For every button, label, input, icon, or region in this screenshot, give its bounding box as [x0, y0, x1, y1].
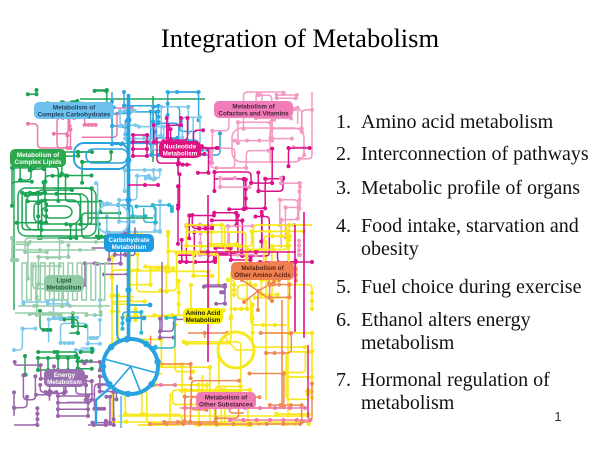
svg-text:Metabolism: Metabolism — [186, 317, 221, 324]
svg-text:Energy: Energy — [54, 372, 76, 379]
svg-text:Metabolism of: Metabolism of — [53, 104, 96, 111]
svg-text:Metabolism of: Metabolism of — [205, 394, 248, 401]
svg-text:Metabolism of: Metabolism of — [232, 103, 275, 110]
svg-text:Nucleotide: Nucleotide — [164, 143, 197, 150]
svg-text:Metabolism of: Metabolism of — [17, 152, 60, 159]
svg-text:Metabolism: Metabolism — [112, 244, 147, 251]
svg-text:Complex Carbohydrates: Complex Carbohydrates — [38, 111, 111, 118]
svg-text:Metabolism: Metabolism — [47, 379, 82, 386]
svg-text:Amino Acid: Amino Acid — [186, 310, 221, 317]
svg-text:Other Amino Acids: Other Amino Acids — [234, 272, 291, 279]
svg-text:Metabolism: Metabolism — [47, 284, 82, 291]
svg-text:Metabolism of: Metabolism of — [241, 265, 284, 272]
svg-text:Cofactors and Vitamins: Cofactors and Vitamins — [218, 110, 289, 117]
svg-text:Other Substances: Other Substances — [199, 401, 253, 408]
svg-text:Metabolism: Metabolism — [163, 150, 198, 157]
svg-text:Complex Lipids: Complex Lipids — [15, 159, 62, 166]
svg-text:Lipid: Lipid — [56, 277, 71, 284]
svg-text:Carbohydrate: Carbohydrate — [109, 237, 150, 244]
